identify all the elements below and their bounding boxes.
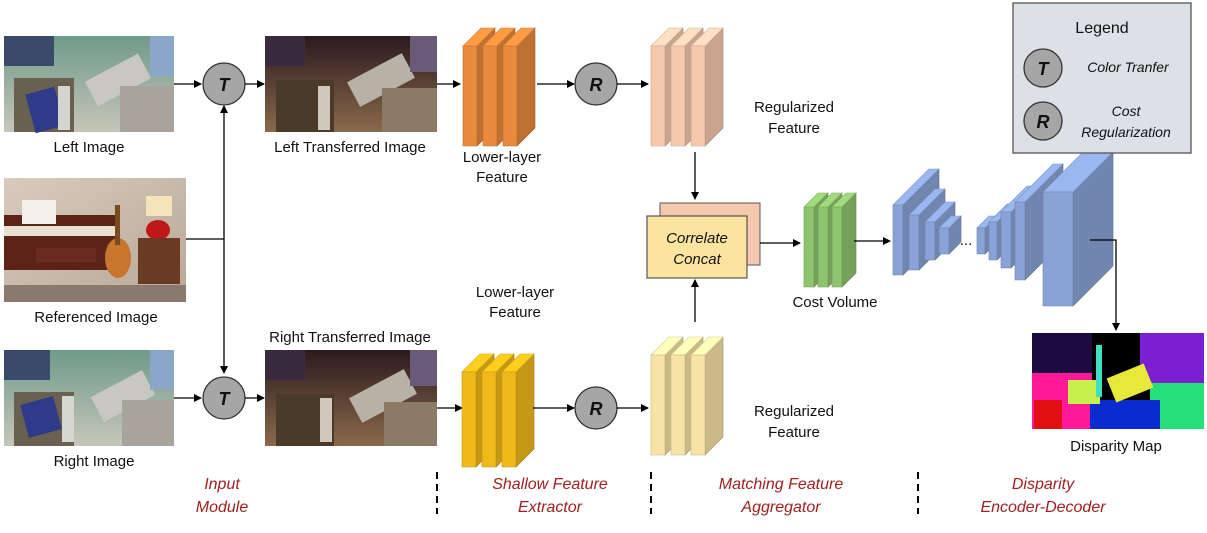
feature-slab-front [817,206,829,288]
lower-feature-top-label-line2: Feature [476,169,528,186]
section-matching-line2: Aggregator [740,499,821,516]
lower-feature-bottom-label-line2: Feature [489,304,541,321]
feature-slab-front [650,354,666,456]
section-input-line1: Input [204,476,240,493]
feature-slab-front [976,227,986,255]
feature-slab-side [704,336,724,456]
cost-regularization-op-top: R [574,62,618,106]
disparity-map-image [1032,333,1204,429]
legend-r-label-line1: Cost [1112,103,1142,119]
shallow-feature-stack-bottom [461,353,535,468]
feature-slab-front [690,45,706,147]
section-matching-line1: Matching Feature [719,476,844,493]
color-transfer-op-bottom: T [202,376,246,420]
feature-slab-front [461,371,477,468]
right-image-label: Right Image [54,453,135,470]
feature-slab-front [938,227,950,255]
feature-slab-side [516,27,536,147]
lower-feature-top-label-line1: Lower-layer [463,149,541,166]
cost-volume-label: Cost Volume [792,294,877,311]
feature-slab-front [988,221,998,261]
feature-slab-front [670,354,686,456]
regularized-top-label-line1: Regularized [754,99,834,116]
feature-slab-front [803,206,815,288]
svg-text:T: T [219,389,232,409]
svg-text:T: T [1038,59,1051,79]
section-disparity-line1: Disparity [1012,476,1075,493]
feature-slab-front [1000,211,1012,269]
svg-text:R: R [590,75,603,95]
color-transfer-op-top: T [202,62,246,106]
legend-t-label: Color Tranfer [1087,59,1170,75]
right-transferred-image-label: Right Transferred Image [269,329,431,346]
feature-slab-front [501,371,517,468]
encoder-decoder-stack-2 [976,151,1114,307]
referenced-image [4,178,186,302]
feature-slab-front [670,45,686,147]
legend-title: Legend [1075,20,1128,37]
left-transferred-image [265,36,437,132]
correlate-concat-block: Correlate Concat [646,202,761,279]
referenced-image-label: Referenced Image [34,309,157,326]
cost-regularization-op-bottom: R [574,386,618,430]
regularized-feature-stack-bottom [650,336,724,456]
regularized-top-label-line2: Feature [768,120,820,137]
legend: Legend T Color Tranfer R Cost Regulariza… [1012,2,1192,154]
cost-volume-stack [803,192,857,288]
disparity-map-label: Disparity Map [1070,438,1162,455]
feature-slab-front [1042,191,1074,307]
left-image-label: Left Image [54,139,125,156]
svg-text:R: R [590,399,603,419]
concat-label: Concat [673,251,721,268]
left-image [4,36,174,134]
feature-slab-side [841,192,857,288]
section-shallow-line1: Shallow Feature [492,476,608,493]
section-disparity-line2: Encoder-Decoder [980,499,1106,516]
section-shallow-line2: Extractor [518,499,583,516]
feature-slab-front [1014,201,1026,281]
legend-t-symbol [1023,48,1063,88]
ellipsis: ... [960,232,973,249]
feature-slab-front [481,371,497,468]
svg-text:T: T [219,75,232,95]
lower-feature-bottom-label-line1: Lower-layer [476,284,554,301]
shallow-feature-stack-top [462,27,536,147]
correlate-label: Correlate [666,230,728,247]
svg-text:R: R [1037,112,1050,132]
feature-slab-front [690,354,706,456]
feature-slab-front [892,204,904,276]
feature-slab-front [831,206,843,288]
right-transferred-image [265,350,437,446]
right-image [4,350,174,446]
feature-slab-side [515,353,535,468]
legend-r-label-line2: Regularization [1081,124,1171,140]
feature-slab-front [462,45,478,147]
encoder-decoder-stack-1 [892,168,962,276]
left-transferred-image-label: Left Transferred Image [274,139,426,156]
feature-slab-front [908,214,920,271]
decoder-to-disparity-arrow [1090,239,1120,331]
section-input-line2: Module [196,499,249,516]
regularized-bottom-label-line1: Regularized [754,403,834,420]
regularized-bottom-label-line2: Feature [768,424,820,441]
feature-slab-front [502,45,518,147]
feature-slab-side [704,27,724,147]
legend-r-symbol [1023,101,1063,141]
feature-slab-front [650,45,666,147]
feature-slab-front [924,221,936,261]
regularized-feature-stack-top [650,27,724,147]
feature-slab-front [482,45,498,147]
